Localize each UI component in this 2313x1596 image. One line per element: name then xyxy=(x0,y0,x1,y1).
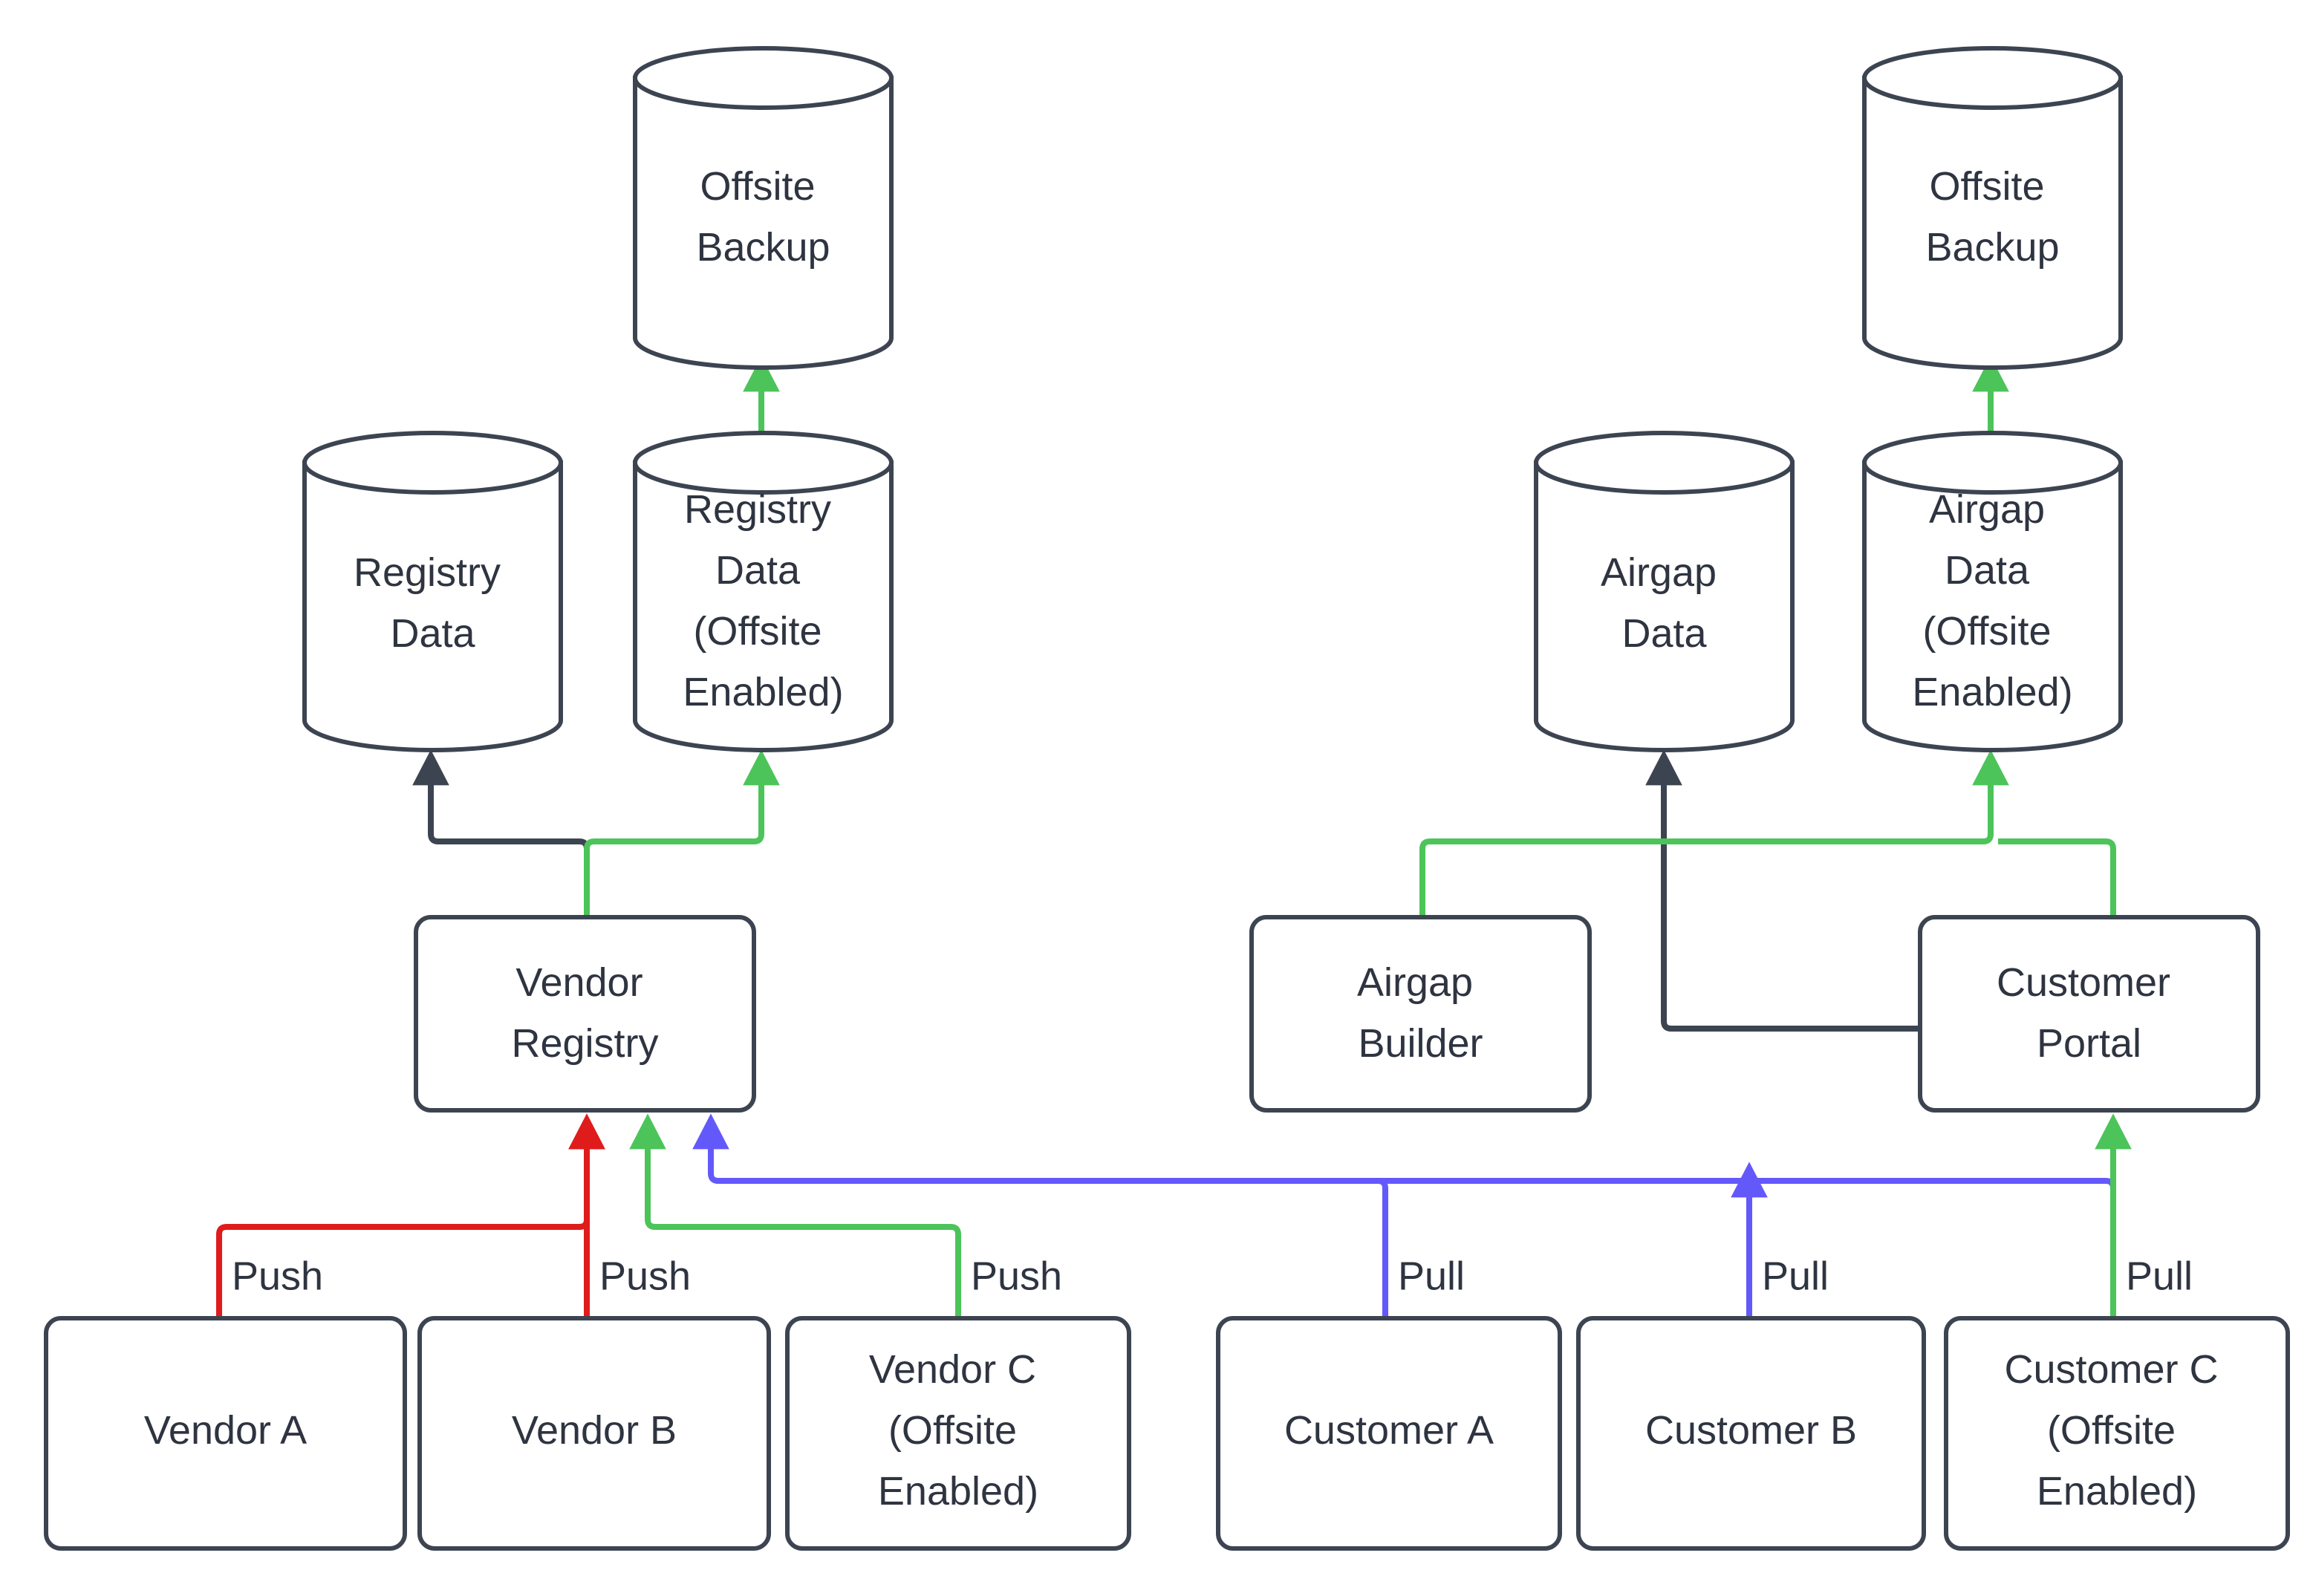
node-label: Vendor Registry xyxy=(511,960,658,1066)
node-label: Registry Data (Offsite Enabled) xyxy=(683,487,843,714)
node-box xyxy=(1249,915,1592,1113)
node-vendor-b[interactable]: Vendor B xyxy=(417,1316,771,1551)
node-label: Vendor B xyxy=(512,1408,677,1453)
node-box xyxy=(785,1316,1131,1551)
node-registry-data[interactable]: Registry Data xyxy=(302,431,563,752)
node-box xyxy=(1918,915,2260,1113)
edge-portal-to-airgap-data-offsite xyxy=(1998,838,2116,917)
node-box xyxy=(1576,1316,1926,1551)
edge-label-push-vendor-b: Push xyxy=(599,1254,691,1298)
node-label: Registry Data xyxy=(354,550,512,656)
node-label: Airgap Data (Offsite Enabled) xyxy=(1912,487,2072,714)
node-label: Offsite Backup xyxy=(1925,164,2059,270)
edge-label-pull-customer-a: Pull xyxy=(1398,1254,1465,1298)
edge-label-push-vendor-c: Push xyxy=(971,1254,1062,1298)
node-airgap-builder[interactable]: Airgap Builder xyxy=(1249,915,1592,1113)
cylinder-body xyxy=(1862,76,2123,370)
node-label: Customer C (Offsite Enabled) xyxy=(2004,1347,2229,1514)
storage-layer: Offsite Backup Registry Data Registry Da… xyxy=(302,46,2123,752)
node-customer-c[interactable]: Customer C (Offsite Enabled) xyxy=(1944,1316,2290,1551)
node-vendor-registry[interactable]: Vendor Registry xyxy=(414,915,756,1113)
cylinder-body xyxy=(1534,460,1795,752)
edge-label-pull-customer-b: Pull xyxy=(1762,1254,1829,1298)
cylinder-top xyxy=(1862,431,2123,495)
edge-label-push-vendor-a: Push xyxy=(232,1254,323,1298)
edge-layer xyxy=(216,356,2132,1318)
edge-vendor-c-to-registry xyxy=(629,1113,961,1318)
edge-label-pull-customer-c: Pull xyxy=(2126,1254,2193,1298)
cylinder-top xyxy=(633,46,894,110)
node-customer-a[interactable]: Customer A xyxy=(1216,1316,1562,1551)
edge-builder-to-airgap-data-offsite xyxy=(1419,749,2009,917)
node-box xyxy=(417,1316,771,1551)
node-label: Customer Portal xyxy=(1997,960,2182,1066)
cylinder-top xyxy=(633,431,894,495)
node-airgap-data[interactable]: Airgap Data xyxy=(1534,431,1795,752)
cylinder-body xyxy=(633,460,894,752)
node-label: Airgap Builder xyxy=(1357,960,1484,1066)
node-label: Vendor C (Offsite Enabled) xyxy=(869,1347,1047,1514)
cylinder-body xyxy=(302,460,563,752)
node-airgap-data-offsite[interactable]: Airgap Data (Offsite Enabled) xyxy=(1862,431,2123,752)
service-layer: Vendor Registry Airgap Builder Customer … xyxy=(414,915,2260,1113)
node-label: Airgap Data xyxy=(1601,550,1728,656)
cylinder-body xyxy=(633,76,894,370)
cylinder-top xyxy=(1534,431,1795,495)
node-label: Customer A xyxy=(1284,1408,1494,1453)
actor-layer: Vendor A Vendor B Vendor C (Offsite Enab… xyxy=(44,1316,2290,1551)
node-box xyxy=(414,915,756,1113)
node-vendor-a[interactable]: Vendor A xyxy=(44,1316,407,1551)
node-vendor-c[interactable]: Vendor C (Offsite Enabled) xyxy=(785,1316,1131,1551)
edge-purple-trunk xyxy=(718,1178,2116,1189)
cylinder-top xyxy=(1862,46,2123,110)
node-offsite-backup-right[interactable]: Offsite Backup xyxy=(1862,46,2123,370)
node-label: Vendor A xyxy=(144,1408,307,1453)
edge-registry-to-registry-data xyxy=(412,749,590,917)
edge-portal-to-airgap-data xyxy=(1645,749,1920,1032)
node-box xyxy=(1944,1316,2290,1551)
node-label: Offsite Backup xyxy=(696,164,830,270)
node-box xyxy=(44,1316,407,1551)
node-offsite-backup-left[interactable]: Offsite Backup xyxy=(633,46,894,370)
cylinder-top xyxy=(302,431,563,495)
node-customer-portal[interactable]: Customer Portal xyxy=(1918,915,2260,1113)
cylinder-body xyxy=(1862,460,2123,752)
edge-registry-to-registry-data-offsite xyxy=(584,749,780,917)
node-label: Customer B xyxy=(1645,1408,1857,1453)
node-customer-b[interactable]: Customer B xyxy=(1576,1316,1926,1551)
node-box xyxy=(1216,1316,1562,1551)
edge-label-layer: Push Push Push Pull Pull Pull xyxy=(232,1254,2193,1298)
node-registry-data-offsite[interactable]: Registry Data (Offsite Enabled) xyxy=(633,431,894,752)
